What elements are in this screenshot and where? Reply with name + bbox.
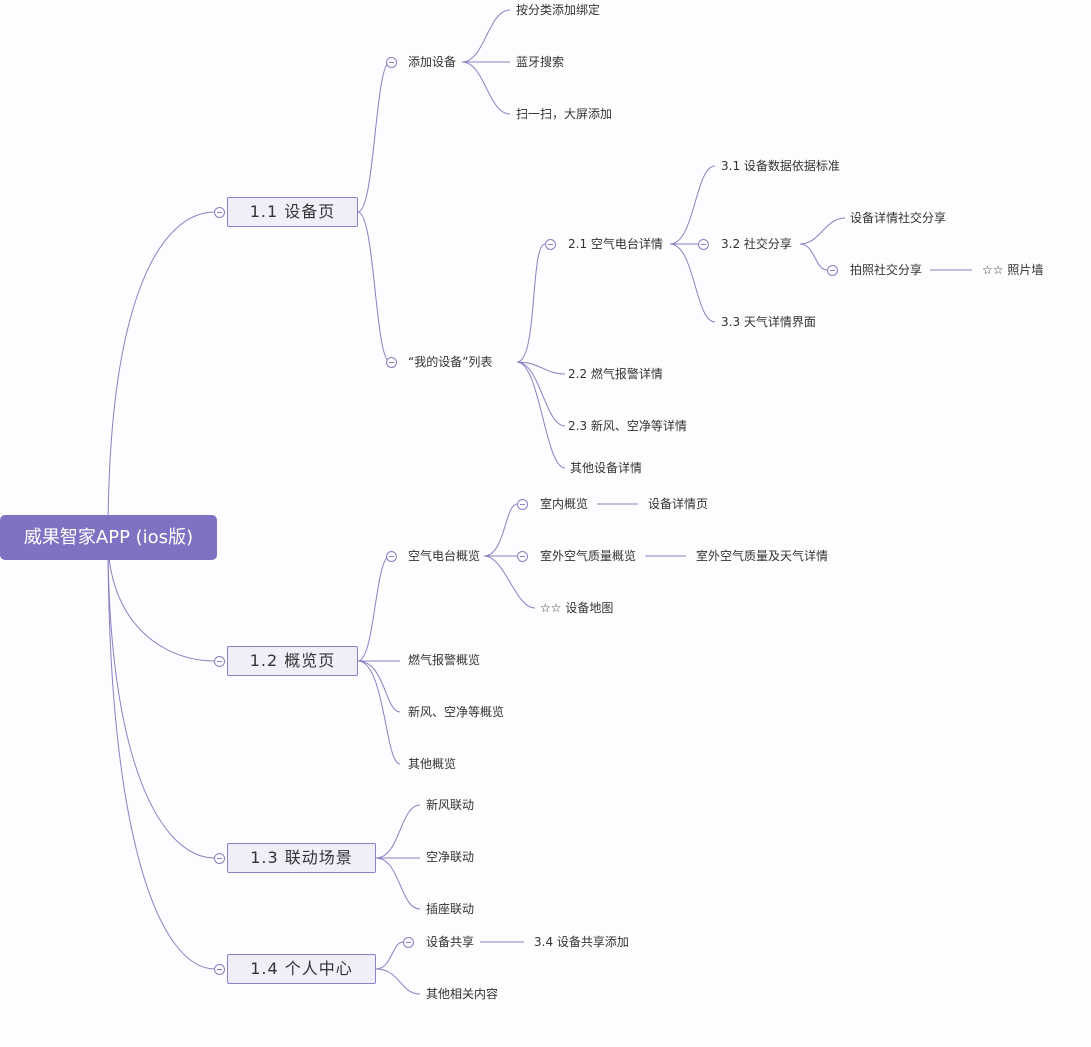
node-data-standard[interactable]: 3.1 设备数据依据标准 — [721, 159, 840, 173]
node-add-device[interactable]: 添加设备 — [408, 55, 457, 69]
node-social-share[interactable]: 3.2 社交分享 — [721, 237, 792, 251]
collapse-toggle-device-share[interactable] — [403, 937, 414, 948]
node-fresh-air-linkage[interactable]: 新风联动 — [426, 798, 475, 812]
collapse-toggle-linkage-scene[interactable] — [214, 853, 225, 864]
node-other-content[interactable]: 其他相关内容 — [426, 987, 499, 1001]
node-fresh-air-detail[interactable]: 2.3 新风、空净等详情 — [568, 419, 687, 433]
collapse-toggle-device-page[interactable] — [214, 207, 225, 218]
node-device-share-add[interactable]: 3.4 设备共享添加 — [534, 935, 629, 949]
collapse-toggle-social-share[interactable] — [698, 239, 709, 250]
node-indoor-overview[interactable]: 室内概览 — [540, 497, 589, 511]
collapse-toggle-overview-page[interactable] — [214, 656, 225, 667]
collapse-toggle-outdoor-air-overview[interactable] — [517, 551, 528, 562]
node-my-devices-list[interactable]: “我的设备”列表 — [408, 355, 493, 369]
collapse-toggle-photo-social-share[interactable] — [827, 265, 838, 276]
collapse-toggle-my-devices[interactable] — [386, 357, 397, 368]
node-device-share[interactable]: 设备共享 — [426, 935, 475, 949]
node-other-device-detail[interactable]: 其他设备详情 — [570, 461, 643, 475]
collapse-toggle-indoor-overview[interactable] — [517, 499, 528, 510]
root-node[interactable]: 威果智家APP (ios版) — [0, 515, 217, 560]
collapse-toggle-personal-center[interactable] — [214, 964, 225, 975]
collapse-toggle-add-device[interactable] — [386, 57, 397, 68]
topic-overview-page[interactable]: 1.2 概览页 — [227, 646, 358, 676]
topic-linkage-scene[interactable]: 1.3 联动场景 — [227, 843, 376, 873]
node-add-by-category[interactable]: 按分类添加绑定 — [516, 3, 601, 17]
node-weather-detail[interactable]: 3.3 天气详情界面 — [721, 315, 816, 329]
node-outdoor-air-weather[interactable]: 室外空气质量及天气详情 — [696, 549, 829, 563]
node-other-overview[interactable]: 其他概览 — [408, 757, 457, 771]
node-purifier-linkage[interactable]: 空净联动 — [426, 850, 475, 864]
node-detail-social-share[interactable]: 设备详情社交分享 — [850, 211, 947, 225]
node-device-detail-page[interactable]: 设备详情页 — [648, 497, 709, 511]
node-outdoor-air-overview[interactable]: 室外空气质量概览 — [540, 549, 637, 563]
node-gas-alarm-detail[interactable]: 2.2 燃气报警详情 — [568, 367, 663, 381]
node-air-radio-detail[interactable]: 2.1 空气电台详情 — [568, 237, 663, 251]
collapse-toggle-air-radio-detail[interactable] — [545, 239, 556, 250]
topic-device-page[interactable]: 1.1 设备页 — [227, 197, 358, 227]
collapse-toggle-air-radio-overview[interactable] — [386, 551, 397, 562]
node-fresh-air-overview[interactable]: 新风、空净等概览 — [408, 705, 505, 719]
node-socket-linkage[interactable]: 插座联动 — [426, 902, 475, 916]
topic-personal-center[interactable]: 1.4 个人中心 — [227, 954, 376, 984]
node-device-map[interactable]: ☆☆ 设备地图 — [540, 601, 614, 615]
node-gas-alarm-overview[interactable]: 燃气报警概览 — [408, 653, 481, 667]
node-air-radio-overview[interactable]: 空气电台概览 — [408, 549, 481, 563]
node-photo-social-share[interactable]: 拍照社交分享 — [850, 263, 923, 277]
node-scan-big-screen[interactable]: 扫一扫，大屏添加 — [516, 107, 613, 121]
node-bluetooth-search[interactable]: 蓝牙搜索 — [516, 55, 565, 69]
node-photo-wall[interactable]: ☆☆ 照片墙 — [982, 263, 1044, 277]
